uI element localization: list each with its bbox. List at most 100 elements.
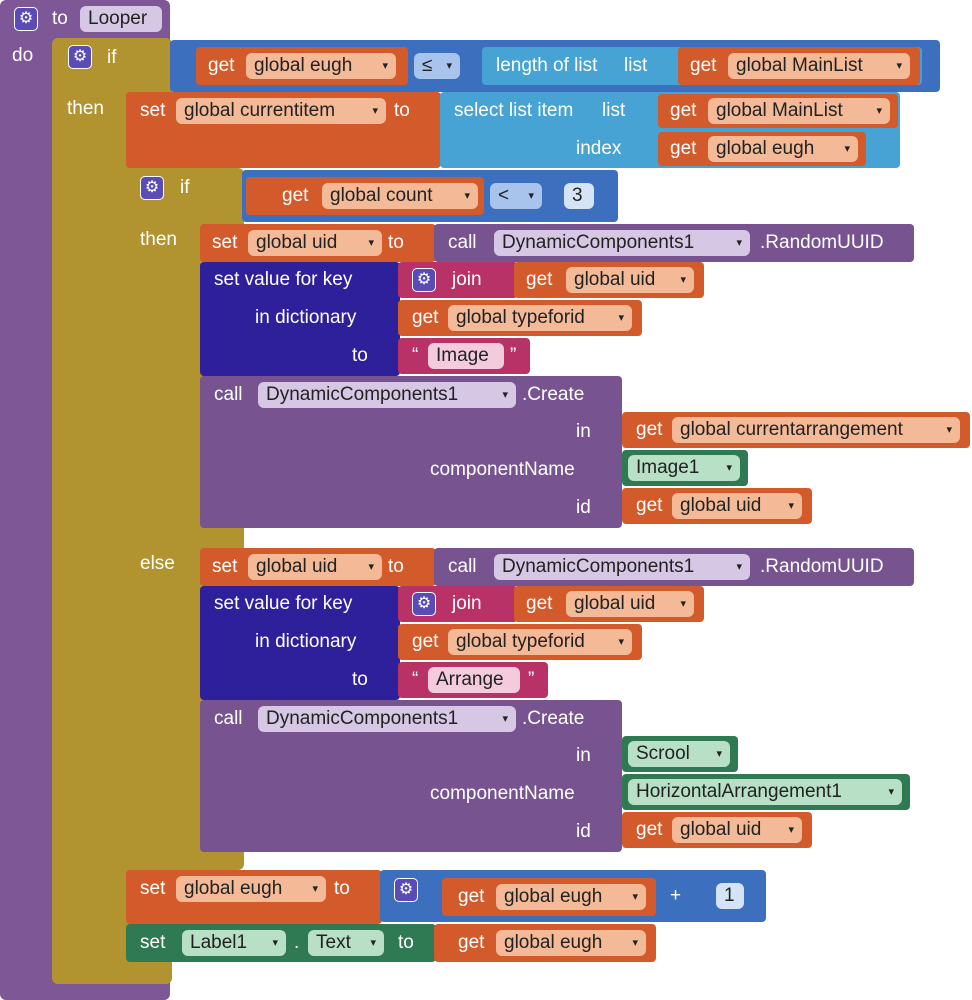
get-block[interactable]: get global eugh▾ bbox=[196, 47, 408, 85]
chevron-down-icon: ▾ bbox=[370, 937, 376, 949]
variable-dropdown[interactable]: global uid▾ bbox=[566, 267, 694, 293]
get-block[interactable]: get global typeforid▾ bbox=[398, 624, 642, 660]
call-randomuuid-block[interactable]: call DynamicComponents1▾ .RandomUUID bbox=[434, 548, 914, 586]
component-dropdown[interactable]: Image1▾ bbox=[628, 455, 740, 481]
set-variable-block[interactable]: set global eugh▾ to bbox=[126, 870, 382, 924]
gear-icon[interactable]: ⚙ bbox=[68, 45, 92, 69]
property-dropdown[interactable]: Text▾ bbox=[308, 930, 384, 956]
join-block[interactable]: ⚙ join bbox=[398, 262, 518, 298]
set-component-property-block[interactable]: set Label1▾ . Text▾ to bbox=[126, 924, 436, 962]
component-dropdown[interactable]: DynamicComponents1▾ bbox=[258, 706, 516, 732]
gear-icon[interactable]: ⚙ bbox=[412, 592, 436, 616]
get-block[interactable]: get global uid▾ bbox=[514, 586, 704, 622]
chevron-down-icon: ▾ bbox=[464, 190, 470, 202]
get-label: get bbox=[458, 886, 485, 907]
variable-dropdown[interactable]: global typeforid▾ bbox=[448, 629, 632, 655]
get-block[interactable]: get global eugh▾ bbox=[434, 924, 656, 962]
text-block[interactable]: “ Arrange ” bbox=[398, 662, 548, 698]
call-randomuuid-block[interactable]: call DynamicComponents1▾ .RandomUUID bbox=[434, 224, 914, 262]
component-dropdown[interactable]: Label1▾ bbox=[182, 930, 286, 956]
number-field[interactable]: 3 bbox=[564, 183, 594, 209]
get-block[interactable]: get global MainList▾ bbox=[658, 94, 898, 128]
set-dictionary-block[interactable]: set value for key in dictionary to bbox=[200, 586, 400, 700]
chevron-down-icon: ▾ bbox=[946, 424, 952, 436]
component-getter-block[interactable]: Scrool▾ bbox=[622, 736, 738, 772]
index-label: index bbox=[576, 138, 622, 159]
variable-dropdown[interactable]: global eugh▾ bbox=[496, 884, 646, 910]
component-dropdown[interactable]: DynamicComponents1▾ bbox=[258, 382, 516, 408]
chevron-down-icon: ▾ bbox=[382, 60, 388, 72]
length-of-list-block[interactable]: length of list list get global MainList▾ bbox=[482, 47, 922, 85]
join-block[interactable]: ⚙ join bbox=[398, 586, 518, 622]
variable-dropdown[interactable]: global MainList▾ bbox=[728, 53, 910, 79]
call-create-block[interactable]: call DynamicComponents1▾ .Create in comp… bbox=[200, 700, 622, 852]
variable-dropdown[interactable]: global currentitem▾ bbox=[176, 98, 386, 124]
set-label: set bbox=[140, 932, 166, 953]
variable-dropdown[interactable]: global uid▾ bbox=[248, 230, 382, 256]
set-dictionary-block[interactable]: set value for key in dictionary to bbox=[200, 262, 400, 376]
variable-dropdown[interactable]: global eugh▾ bbox=[176, 876, 326, 902]
set-variable-block[interactable]: set global currentitem▾ to bbox=[126, 92, 441, 168]
get-block[interactable]: get global count▾ bbox=[246, 177, 484, 215]
in-label: in bbox=[576, 745, 591, 766]
variable-dropdown[interactable]: global eugh▾ bbox=[496, 930, 646, 956]
text-field[interactable]: Arrange bbox=[428, 667, 520, 693]
get-block[interactable]: get global uid▾ bbox=[514, 262, 704, 298]
variable-dropdown[interactable]: global count▾ bbox=[322, 183, 478, 209]
chevron-down-icon: ▾ bbox=[618, 636, 624, 648]
to-label: to bbox=[352, 345, 368, 366]
set-variable-block[interactable]: set global uid▾ to bbox=[200, 548, 436, 586]
component-dropdown[interactable]: DynamicComponents1▾ bbox=[494, 230, 750, 256]
get-block[interactable]: get global currentarrangement▾ bbox=[622, 412, 970, 448]
get-block[interactable]: get global uid▾ bbox=[622, 812, 812, 848]
component-dropdown[interactable]: HorizontalArrangement1▾ bbox=[628, 779, 902, 805]
compare-block[interactable]: get global count▾ <▾ 3 bbox=[242, 170, 618, 222]
get-block[interactable]: get global MainList▾ bbox=[678, 47, 920, 85]
get-label: get bbox=[282, 185, 309, 206]
text-block[interactable]: “ Image ” bbox=[398, 338, 530, 374]
component-name-label: componentName bbox=[430, 783, 575, 804]
list-label: list bbox=[624, 55, 648, 76]
get-block[interactable]: get global uid▾ bbox=[622, 488, 812, 524]
variable-dropdown[interactable]: global uid▾ bbox=[566, 591, 694, 617]
variable-dropdown[interactable]: global uid▾ bbox=[248, 554, 382, 580]
operator-dropdown[interactable]: ≤▾ bbox=[414, 53, 460, 79]
variable-dropdown[interactable]: global MainList▾ bbox=[708, 98, 890, 124]
get-block[interactable]: get global eugh▾ bbox=[658, 132, 866, 166]
call-create-block[interactable]: call DynamicComponents1▾ .Create in comp… bbox=[200, 376, 622, 528]
component-getter-block[interactable]: HorizontalArrangement1▾ bbox=[622, 774, 910, 810]
operator-dropdown[interactable]: <▾ bbox=[490, 183, 542, 209]
gear-icon[interactable]: ⚙ bbox=[140, 176, 164, 200]
gear-icon[interactable]: ⚙ bbox=[412, 268, 436, 292]
set-label: set bbox=[140, 100, 166, 121]
get-block[interactable]: get global eugh▾ bbox=[442, 878, 656, 916]
variable-dropdown[interactable]: global typeforid▾ bbox=[448, 305, 632, 331]
get-label: get bbox=[670, 138, 697, 159]
component-dropdown[interactable]: DynamicComponents1▾ bbox=[494, 554, 750, 580]
to-label: to bbox=[334, 878, 350, 899]
get-label: get bbox=[526, 269, 553, 290]
select-list-item-block[interactable]: select list item list index get global M… bbox=[440, 92, 900, 168]
variable-dropdown[interactable]: global uid▾ bbox=[672, 493, 802, 519]
set-variable-block[interactable]: set global uid▾ to bbox=[200, 224, 436, 262]
component-name-label: componentName bbox=[430, 459, 575, 480]
to-label: to bbox=[398, 932, 414, 953]
add-block[interactable]: ⚙ get global eugh▾ + 1 bbox=[380, 870, 766, 922]
variable-dropdown[interactable]: global currentarrangement▾ bbox=[672, 417, 960, 443]
text-field[interactable]: Image bbox=[428, 343, 504, 369]
compare-block[interactable]: get global eugh▾ ≤▾ length of list list … bbox=[170, 40, 940, 92]
variable-dropdown[interactable]: global eugh▾ bbox=[246, 53, 396, 79]
number-field[interactable]: 1 bbox=[716, 883, 744, 909]
component-getter-block[interactable]: Image1▾ bbox=[622, 450, 748, 486]
chevron-down-icon: ▾ bbox=[368, 561, 374, 573]
gear-icon[interactable]: ⚙ bbox=[394, 878, 418, 902]
component-dropdown[interactable]: Scrool▾ bbox=[628, 741, 730, 767]
get-block[interactable]: get global typeforid▾ bbox=[398, 300, 642, 336]
chevron-down-icon: ▾ bbox=[632, 937, 638, 949]
get-label: get bbox=[458, 932, 485, 953]
variable-dropdown[interactable]: global eugh▾ bbox=[708, 136, 858, 162]
variable-dropdown[interactable]: global uid▾ bbox=[672, 817, 802, 843]
procedure-name-field[interactable]: Looper bbox=[80, 6, 162, 32]
chevron-down-icon: ▾ bbox=[736, 237, 742, 249]
gear-icon[interactable]: ⚙ bbox=[14, 7, 38, 31]
